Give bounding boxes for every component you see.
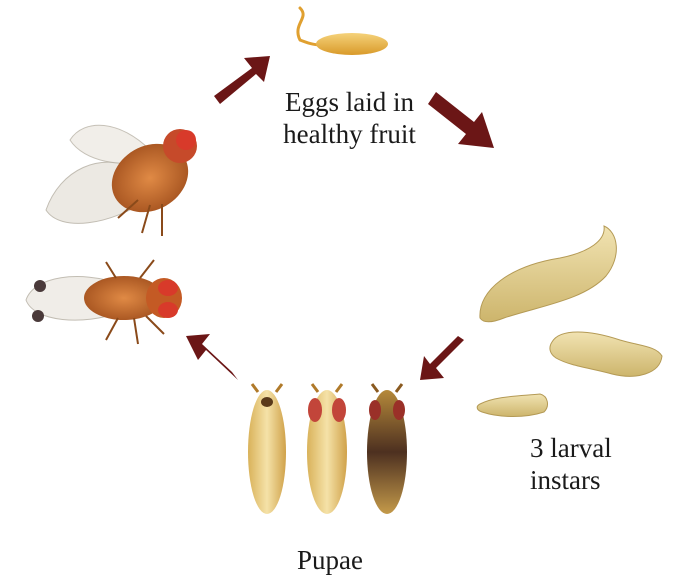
arrow-larva-to-pupa: [420, 336, 464, 380]
pupa-middle: [307, 384, 347, 514]
arrow-egg-to-larva: [428, 92, 494, 148]
egg-illustration: [298, 8, 388, 55]
pupae-label: Pupae: [270, 544, 390, 576]
larvae-label: 3 larval instars: [530, 432, 640, 496]
pupa-early: [248, 384, 286, 514]
pupae-illustration: [248, 384, 407, 514]
adult-fly-top: [46, 125, 201, 236]
adult-fly-bottom: [26, 260, 182, 344]
arrow-pupa-to-adult: [186, 334, 238, 380]
larvae-illustration: [477, 226, 662, 417]
pupa-late: [367, 384, 407, 514]
eggs-label: Eggs laid in healthy fruit: [262, 86, 437, 150]
